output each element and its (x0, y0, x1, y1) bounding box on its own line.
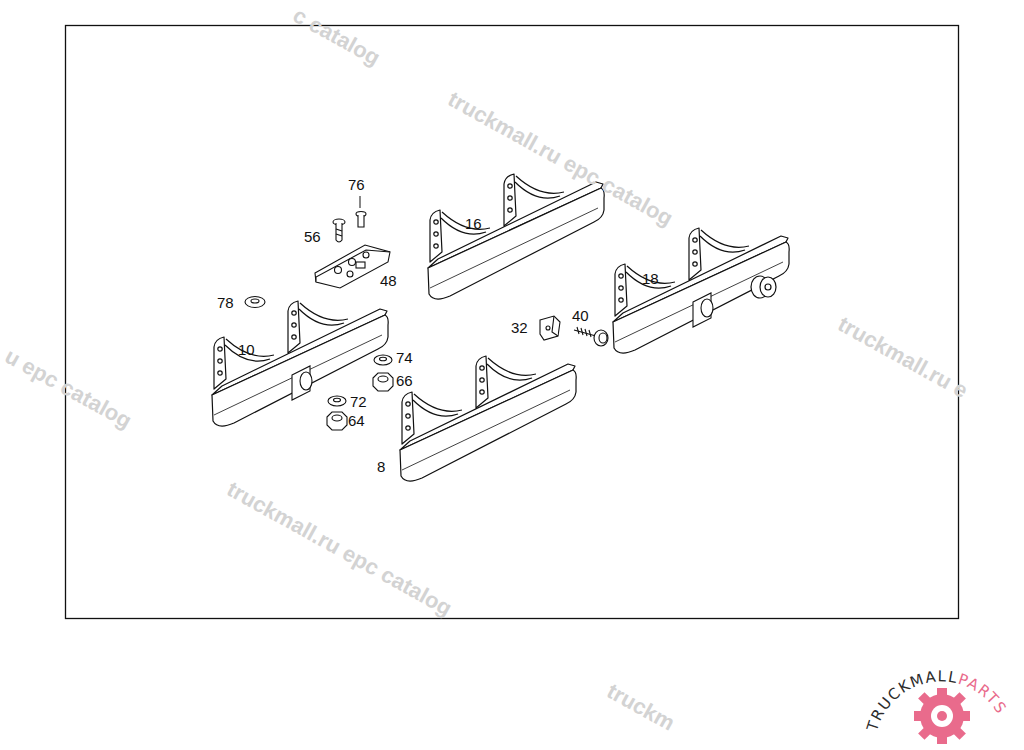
watermark: u epc catalog (1, 345, 135, 432)
callout-number: 16 (465, 216, 482, 231)
callout-number: 56 (304, 229, 321, 244)
callout-number: 40 (572, 308, 589, 323)
watermark: truckm (603, 680, 678, 735)
callout-number: 10 (238, 342, 255, 357)
logo-text: PARTS (956, 670, 1011, 718)
callout-number: 48 (380, 273, 397, 288)
watermark: truckmall.ru epc catalog (223, 478, 455, 620)
logo-text: TRUCKMALL (863, 667, 960, 734)
callout-number: 66 (396, 373, 413, 388)
callout-number: 72 (350, 394, 367, 409)
watermark: c catalog (289, 4, 383, 69)
watermark: truckmall.ru e (834, 313, 971, 402)
callout-number: 32 (511, 320, 528, 335)
callout-number: 8 (377, 459, 385, 474)
logo-text: TRUCKMALLPARTS (863, 667, 1011, 734)
gear-icon (914, 688, 970, 744)
callout-number: 78 (217, 295, 234, 310)
callout-number: 18 (642, 271, 659, 286)
callout-number: 76 (348, 177, 365, 192)
callout-number: 74 (396, 350, 413, 365)
callout-number: 64 (348, 413, 365, 428)
